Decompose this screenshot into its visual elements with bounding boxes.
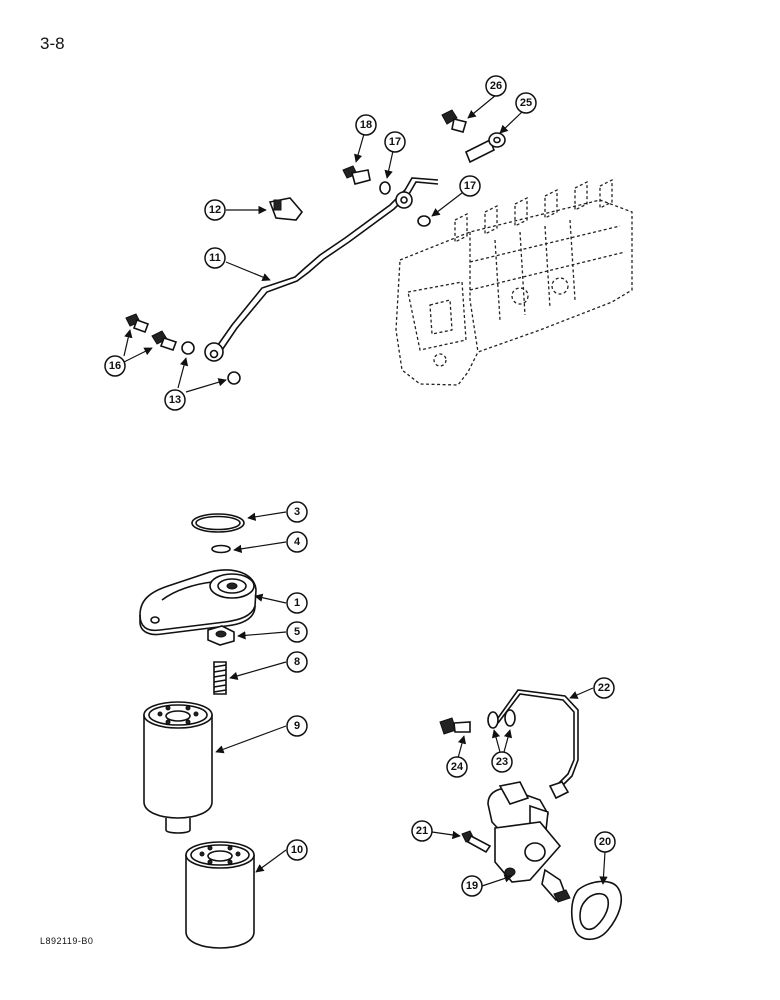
svg-text:21: 21: [416, 825, 428, 837]
filter-head-1: [139, 569, 257, 636]
leader-lines: [123, 94, 608, 887]
callout-9: 9: [286, 715, 308, 737]
banjo-fitting-25: [464, 132, 506, 164]
svg-text:18: 18: [360, 119, 372, 131]
svg-text:20: 20: [599, 836, 611, 848]
svg-text:26: 26: [490, 80, 502, 92]
gasket-20: [570, 880, 623, 941]
callout-16: 16: [104, 355, 126, 377]
callout-25: 25: [515, 92, 537, 114]
sealing-washer-13b: [227, 371, 241, 385]
filter-element-10: [185, 841, 255, 949]
callout-23: 23: [491, 751, 513, 773]
page-number: 3-8: [40, 34, 65, 53]
banjo-bolts-16: [125, 313, 178, 352]
fuel-line-22: [497, 689, 579, 800]
threaded-stud-8: [213, 661, 227, 695]
banjo-bolt-26: [441, 109, 468, 133]
sealing-washer-23b: [504, 709, 516, 727]
callout-12: 12: [204, 199, 226, 221]
callout-3: 3: [286, 501, 308, 523]
sealing-washer-23a: [487, 711, 499, 729]
svg-text:16: 16: [109, 360, 121, 372]
callout-5: 5: [286, 621, 308, 643]
callout-8: 8: [286, 651, 308, 673]
sealing-washer-13a: [181, 341, 195, 355]
svg-text:22: 22: [598, 682, 610, 694]
svg-text:24: 24: [451, 761, 464, 773]
svg-text:13: 13: [169, 394, 181, 406]
svg-text:5: 5: [294, 626, 300, 638]
nut-5: [207, 625, 235, 646]
seal-4: [211, 544, 231, 554]
callout-10: 10: [286, 839, 308, 861]
injection-pump-outline: [395, 178, 633, 386]
callout-21: 21: [411, 820, 433, 842]
clip-12: [268, 197, 304, 221]
svg-text:4: 4: [294, 536, 301, 548]
svg-text:3: 3: [294, 506, 300, 518]
sealing-washer-17a: [379, 181, 391, 195]
svg-text:9: 9: [294, 720, 300, 732]
callout-20: 20: [594, 831, 616, 853]
callout-11: 11: [204, 247, 226, 269]
callout-1: 1: [286, 592, 308, 614]
svg-text:12: 12: [209, 204, 221, 216]
figure-code: L892119-B0: [40, 936, 94, 946]
callout-17-lower: 17: [459, 175, 481, 197]
svg-text:10: 10: [291, 844, 303, 856]
filter-element-9: [143, 701, 213, 834]
callout-26: 26: [485, 75, 507, 97]
svg-text:19: 19: [466, 880, 478, 892]
seal-ring-3: [191, 513, 245, 533]
lift-pump-19: [487, 781, 571, 903]
banjo-bolt-24: [439, 717, 471, 735]
callout-18: 18: [355, 114, 377, 136]
bolt-21: [461, 830, 492, 854]
sealing-washer-17b: [417, 215, 431, 227]
callout-19: 19: [461, 875, 483, 897]
fuel-line-11: [204, 177, 439, 362]
svg-text:1: 1: [294, 597, 300, 609]
banjo-bolt-18: [342, 165, 371, 185]
svg-text:17: 17: [389, 136, 401, 148]
callout-4: 4: [286, 531, 308, 553]
svg-text:17: 17: [464, 180, 476, 192]
svg-text:8: 8: [294, 656, 300, 668]
callout-24: 24: [446, 756, 468, 778]
callout-17: 17: [384, 131, 406, 153]
svg-text:25: 25: [520, 97, 532, 109]
callout-13: 13: [164, 389, 186, 411]
svg-text:11: 11: [209, 252, 221, 264]
callout-22: 22: [593, 677, 615, 699]
svg-text:23: 23: [496, 756, 508, 768]
